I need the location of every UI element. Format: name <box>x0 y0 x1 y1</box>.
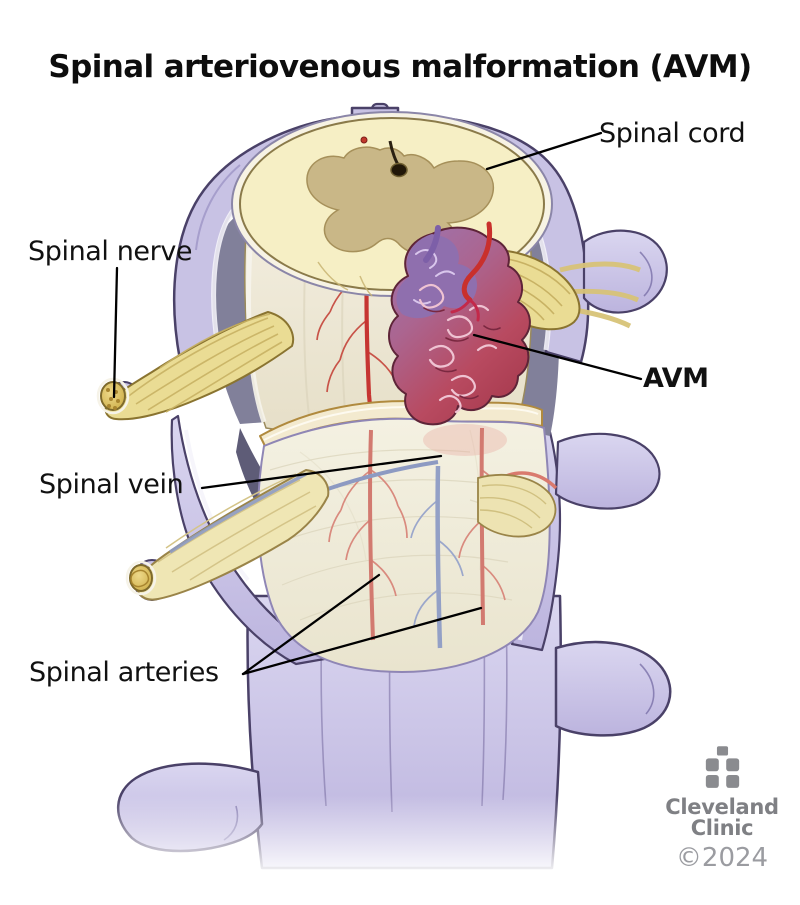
fascicle-swirl <box>130 569 150 588</box>
process-crease <box>639 663 655 715</box>
brand-name-line1: Cleveland <box>665 795 779 819</box>
artery-branches <box>328 469 408 597</box>
process-crease <box>639 251 653 297</box>
nerve-fibers <box>157 473 317 581</box>
avm-leader-line <box>472 333 643 381</box>
avm-nidus <box>388 221 531 426</box>
spinal-nerve-upper-left <box>96 311 295 421</box>
avm-dark-coils <box>423 307 501 400</box>
spinal-nerve-leader-line <box>112 266 119 399</box>
leader-lines <box>112 131 643 676</box>
avm-draining-vein <box>423 225 441 263</box>
spinal-arteries-label: Spinal arteries <box>29 657 219 688</box>
spinal-vein-leader-line <box>200 454 443 490</box>
vein-branches <box>410 499 464 627</box>
brand-name-line2: Clinic <box>690 816 754 840</box>
spinal-artery-left <box>328 429 408 641</box>
avm-pink-coils <box>418 283 498 414</box>
spinal-cord-label: Spinal cord <box>599 118 746 149</box>
dural-sac-body <box>257 417 551 674</box>
nerve-fibers <box>125 313 283 413</box>
spinal-nerve-lower-left <box>125 469 330 601</box>
central-canal <box>390 162 408 178</box>
spinal-nerve-label: Spinal nerve <box>28 236 193 267</box>
bottom-fade <box>60 795 740 905</box>
nerve-fascicle-dots <box>106 388 120 410</box>
vein-on-nerve <box>169 472 307 554</box>
cleveland-clinic-logo-icon <box>705 746 739 788</box>
copyright-text: ©2024 <box>675 843 769 873</box>
arch-edge-line <box>195 164 241 251</box>
posterior-artery-dot <box>360 136 368 144</box>
nerve-root-fan <box>477 474 557 538</box>
spinal-arteries-leader-line-1 <box>241 573 381 676</box>
nerve-fibers <box>479 484 547 529</box>
spinal-nerve-lower-right <box>477 474 557 538</box>
spinal-arteries-leader-line-2 <box>241 606 483 676</box>
avm-feeding-artery <box>461 221 493 303</box>
transverse-process-top-right <box>582 229 668 314</box>
nerve-stump-ring <box>125 560 157 596</box>
transverse-process-middle-right <box>554 432 661 510</box>
spinal-vein-label: Spinal vein <box>39 469 184 500</box>
artery-trunk <box>367 429 375 641</box>
nerve-stump-ring <box>96 377 130 415</box>
avm-label: AVM <box>643 363 709 394</box>
cleveland-clinic-attribution: Cleveland Clinic ©2024 <box>652 746 792 872</box>
vein-trunk <box>435 465 443 649</box>
spinal-cord-leader-line <box>485 131 603 171</box>
page-title: Spinal arteriovenous malformation (AVM) <box>48 48 752 85</box>
avm-blush <box>423 424 507 456</box>
avm-artery-squiggles <box>450 298 480 322</box>
